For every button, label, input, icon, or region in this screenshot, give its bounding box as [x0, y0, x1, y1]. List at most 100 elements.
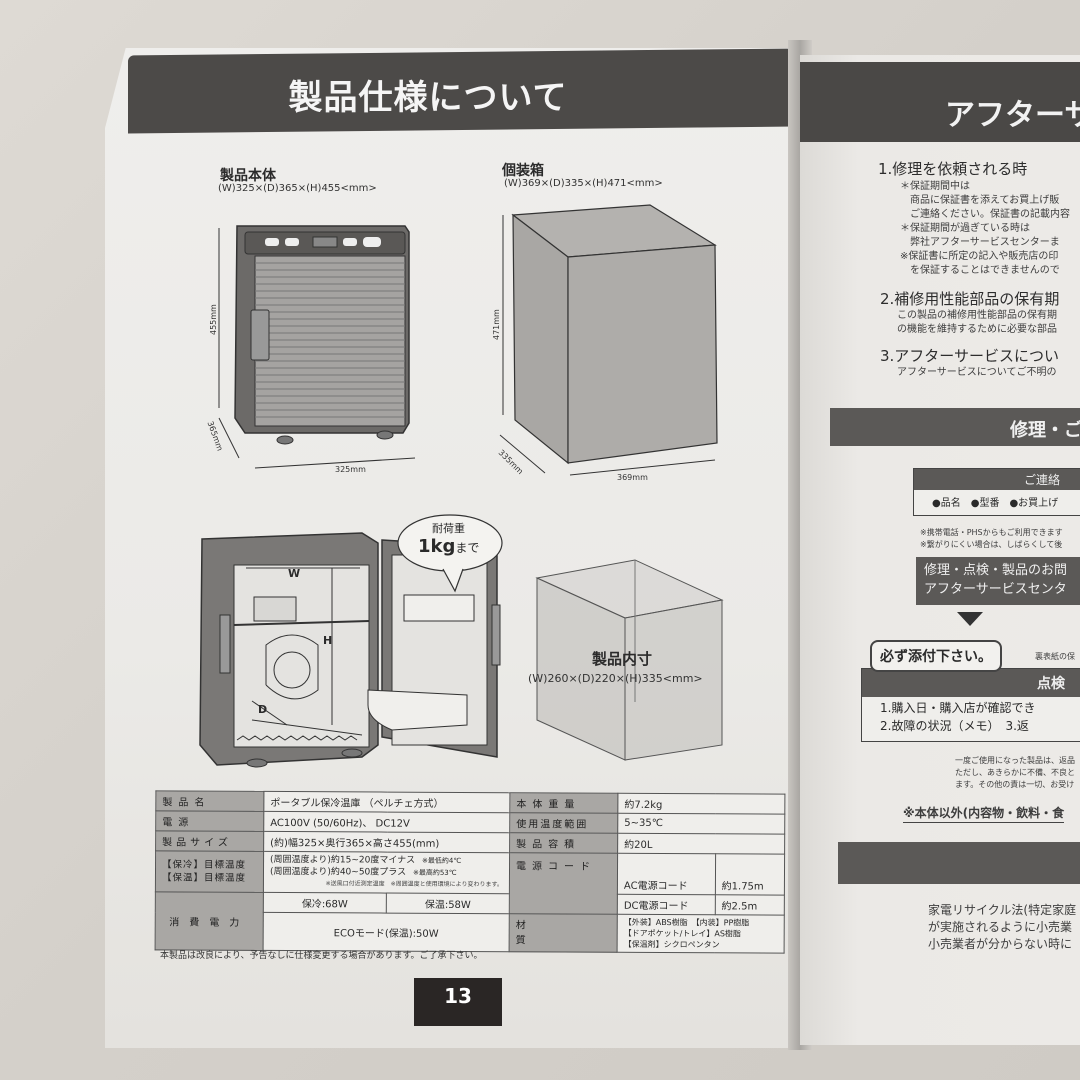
recycle-line: 小売業者が分からない時に	[928, 937, 1073, 951]
spec-label-warm: 【保温】目標温度	[161, 872, 247, 884]
inspection-box: 点検 1.購入日・購入店が確認でき 2.故障の状況（メモ） 3.返	[861, 668, 1080, 742]
spec-label-weight: 本体重量	[509, 792, 618, 814]
inner-size-dimensions: (W)260×(D)220×(H)335<mm>	[528, 672, 703, 685]
spec-value-capacity: 約20L	[617, 833, 785, 855]
spec-label-target-temp: 【保冷】目標温度 【保温】目標温度	[155, 850, 264, 893]
used-product-notes: 一度ご使用になった製品は、返品 ただし、あきらかに不備、不良と ます。その他の責…	[955, 755, 1075, 791]
section1-line: ＊保証期間中は	[900, 181, 970, 192]
section2-heading: 2.補修用性能部品の保有期	[880, 290, 1060, 308]
right-page-title: アフターサ	[945, 98, 1080, 133]
page-number: 13	[414, 978, 502, 1026]
recycle-text: 家電リサイクル法(特定家庭 が実施されるように小売業 小売業者が分からない時に	[928, 902, 1076, 953]
product-body-height-tag: 455mm	[209, 304, 218, 335]
inspection-header: 点検	[862, 669, 1080, 697]
inspection-line: 2.故障の状況（メモ） 3.返	[880, 719, 1029, 733]
package-box-height-tag: 471mm	[492, 309, 501, 340]
contact-box: ご連絡 ●品名 ●型番 ●お買上げ	[913, 468, 1080, 516]
inspection-line: 1.購入日・購入店が確認でき	[880, 701, 1036, 715]
spec-label-consumption: 消費電力	[155, 891, 264, 951]
spec-row: 【保冷】目標温度 【保温】目標温度 (周囲温度より)約15~20度マイナス ※最…	[155, 850, 785, 915]
service-center-box: 修理・点検・製品のお問 アフターサービスセンタ	[916, 557, 1080, 605]
product-body-width-tag: 325mm	[335, 465, 366, 474]
spec-note-warm: ※最高約53℃	[412, 868, 457, 877]
load-callout-bubble	[397, 514, 503, 593]
spec-value-power: AC100V (50/60Hz)、 DC12V	[263, 811, 510, 833]
spec-label-power: 電源	[155, 810, 264, 832]
spec-note-cool: ※最低約4℃	[422, 856, 462, 865]
service-box-line: 修理・点検・製品のお問	[924, 563, 1068, 578]
interior-w-label: W	[288, 567, 301, 580]
spec-temp-footnote: ※送風口付近測定温度 ※周囲温度と使用環境により変わります。	[325, 880, 503, 889]
attach-required-badge: 必ず添付下さい。	[870, 640, 1002, 672]
spec-value-cool: (周囲温度より)約15~20度マイナス	[270, 854, 416, 866]
section2-body: この製品の補修用性能部品の保有期 の機能を維持するために必要な部品	[897, 309, 1057, 337]
spec-change-footnote: 本製品は改良により、予告なしに仕様変更する場合があります。ご了承下さい。	[160, 951, 483, 961]
section2-line: の機能を維持するために必要な部品	[897, 324, 1057, 335]
spec-value-warm: (周囲温度より)約40~50度プラス	[269, 866, 407, 878]
phone-notes: ※携帯電話・PHSからもご利用できます ※繋がりにくい場合は、しばらくして後	[920, 527, 1063, 551]
spec-label-cool: 【保冷】目標温度	[162, 859, 247, 871]
spec-label-material: 材質	[509, 913, 618, 953]
callout-load-value: 1kgまで	[418, 536, 479, 557]
spec-material-line1: 【外装】ABS樹脂 【内装】PP樹脂	[623, 917, 750, 928]
inner-size-box	[535, 559, 724, 761]
package-box-dimensions: (W)369×(D)335×(H)471<mm>	[504, 178, 663, 189]
interior-h-label: H	[323, 634, 333, 647]
spec-value-product-name: ポータブル保冷温庫 （ペルチェ方式）	[263, 791, 510, 813]
inspection-list: 1.購入日・購入店が確認でき 2.故障の状況（メモ） 3.返	[862, 697, 1080, 735]
section1-line: を保証することはできませんので	[900, 265, 1060, 276]
section3-body: アフターサービスについてご不明の	[897, 367, 1057, 378]
used-note-line: ます。その他の責は一切、お受け	[955, 780, 1075, 789]
section2-line: この製品の補修用性能部品の保有期	[897, 310, 1057, 321]
spec-value-temp-range: 5~35℃	[617, 813, 785, 835]
spec-material-line2: 【ドアポケット/トレイ】AS樹脂	[623, 928, 741, 939]
interior-d-label: D	[258, 703, 268, 716]
product-body-label: 製品本体	[220, 168, 276, 184]
spec-ac-cord-label: AC電源コード	[617, 853, 716, 895]
section1-line: ※保証書に所定の記入や販売店の印	[900, 251, 1059, 262]
section3-heading: 3.アフターサービスについ	[880, 347, 1060, 365]
spec-material-line3: 【保温剤】シクロペンタン	[623, 939, 720, 950]
spec-label-product-name: 製品名	[155, 790, 264, 812]
arrow-down-icon	[957, 612, 983, 626]
spec-value-material: 【外装】ABS樹脂 【内装】PP樹脂 【ドアポケット/トレイ】AS樹脂 【保温剤…	[617, 914, 785, 954]
service-box-line: アフターサービスセンタ	[924, 582, 1067, 597]
section1-line: ＊保証期間が過ぎている時は	[900, 223, 1030, 234]
recycle-line: が実施されるように小売業	[928, 920, 1073, 934]
section1-line: 商品に保証書を添えてお買上げ販	[900, 195, 1060, 206]
product-body-dimensions: (W)325×(D)365×(H)455<mm>	[218, 183, 377, 194]
spec-dc-cord-label: DC電源コード	[617, 894, 716, 915]
attach-side-note: 裏表紙の保	[1035, 652, 1075, 661]
spec-label-capacity: 製品容積	[509, 832, 618, 854]
callout-suffix: まで	[455, 541, 480, 555]
spec-label-cord: 電源コード	[509, 852, 618, 915]
phone-note-line: ※携帯電話・PHSからもご利用できます	[920, 528, 1063, 537]
inner-size-label: 製品内寸	[592, 650, 653, 668]
exclusion-note: ※本体以外(内容物・飲料・食	[903, 806, 1065, 823]
spec-table: 製品名 ポータブル保冷温庫 （ペルチェ方式） 本体重量 約7.2kg 電源 AC…	[154, 790, 786, 954]
section1-heading: 1.修理を依頼される時	[878, 160, 1028, 178]
used-note-line: ただし、あきらかに不備、不良と	[955, 768, 1075, 777]
section1-line: 弊社アフターサービスセンターま	[900, 237, 1060, 248]
phone-note-line: ※繋がりにくい場合は、しばらくして後	[920, 540, 1063, 549]
spec-value-consumption-eco: ECOモード(保温):50W	[263, 912, 510, 952]
right-header-band	[800, 62, 1080, 142]
contact-box-items: ●品名 ●型番 ●お買上げ	[932, 498, 1059, 509]
section1-line: ご連絡ください。保証書の記載内容	[900, 209, 1070, 220]
spec-value-consumption-cool: 保冷:68W	[263, 892, 387, 914]
spec-ac-cord-value: 約1.75m	[715, 853, 785, 896]
recycle-line: 家電リサイクル法(特定家庭	[928, 903, 1077, 917]
spec-label-temp-range: 使用温度範囲	[509, 812, 618, 834]
callout-kg: 1kg	[418, 536, 456, 557]
repair-band: 修理・ご	[830, 408, 1080, 446]
spec-value-target-temp: (周囲温度より)約15~20度マイナス ※最低約4℃ (周囲温度より)約40~5…	[263, 851, 510, 894]
spec-label-size: 製品サイズ	[155, 830, 264, 852]
spec-dc-cord-value: 約2.5m	[715, 894, 785, 916]
contact-box-header: ご連絡	[914, 469, 1080, 490]
recycle-band	[838, 842, 1080, 884]
used-note-line: 一度ご使用になった製品は、返品	[955, 756, 1075, 765]
product-body-illustration	[218, 225, 416, 469]
section1-body: ＊保証期間中は 商品に保証書を添えてお買上げ販 ご連絡ください。保証書の記載内容…	[900, 180, 1070, 278]
callout-load-label: 耐荷重	[432, 522, 465, 535]
spec-value-consumption-warm: 保温:58W	[386, 893, 510, 914]
